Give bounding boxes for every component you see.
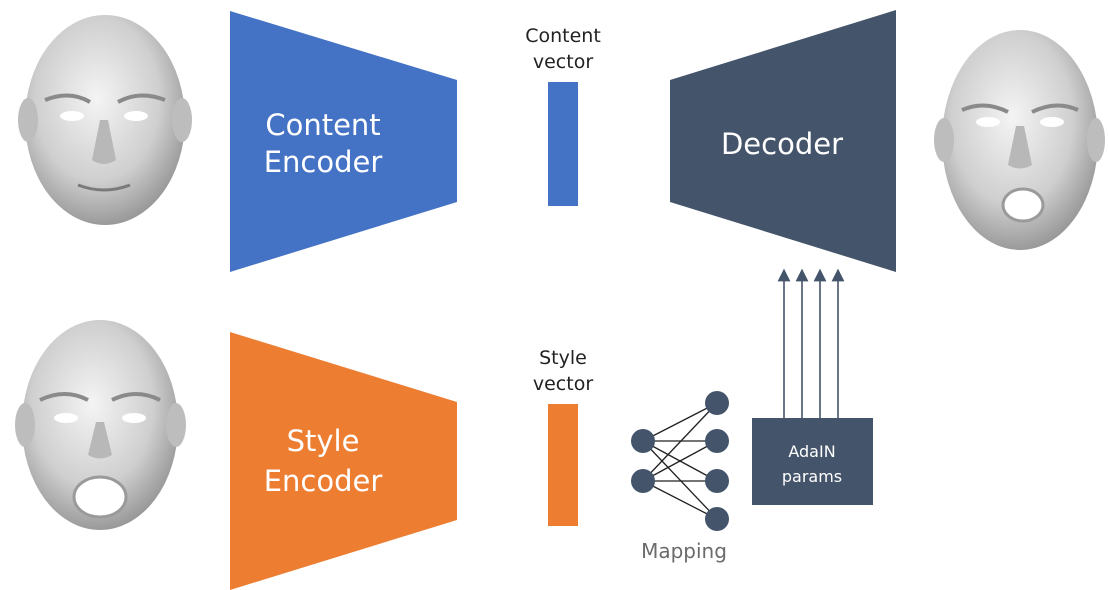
decoder-label: Decoder xyxy=(721,127,843,161)
content-face-image xyxy=(18,15,192,225)
content-encoder-label-line1: Content xyxy=(265,108,380,142)
mapping-output-node xyxy=(705,507,729,531)
adain-arrows xyxy=(777,268,845,418)
style-encoder-label-line1: Style xyxy=(287,424,360,458)
adain-label-line1: AdaIN xyxy=(788,442,835,461)
style-vector-label-line1: Style xyxy=(539,347,587,369)
style-vector-bar xyxy=(548,404,578,526)
adain-label-line2: params xyxy=(782,467,842,486)
style-vector-label-line2: vector xyxy=(533,373,593,395)
mapping-input-node xyxy=(631,469,655,493)
content-vector-label-line2: vector xyxy=(533,51,593,73)
style-encoder-label-line2: Encoder xyxy=(264,464,383,498)
content-vector-bar xyxy=(548,82,578,206)
content-encoder-label-line2: Encoder xyxy=(264,145,383,179)
adain-params-box xyxy=(752,418,873,505)
output-face-image xyxy=(934,30,1105,250)
content-vector-label-line1: Content xyxy=(525,25,601,47)
decoder-block xyxy=(670,10,896,272)
mapping-input-node xyxy=(631,429,655,453)
style-encoder-block xyxy=(230,332,457,590)
mapping-network xyxy=(631,391,729,531)
style-face-image xyxy=(15,320,186,530)
mapping-output-node xyxy=(705,429,729,453)
mapping-label: Mapping xyxy=(641,539,727,563)
mapping-output-node xyxy=(705,469,729,493)
mapping-output-node xyxy=(705,391,729,415)
content-encoder-block xyxy=(230,11,457,272)
